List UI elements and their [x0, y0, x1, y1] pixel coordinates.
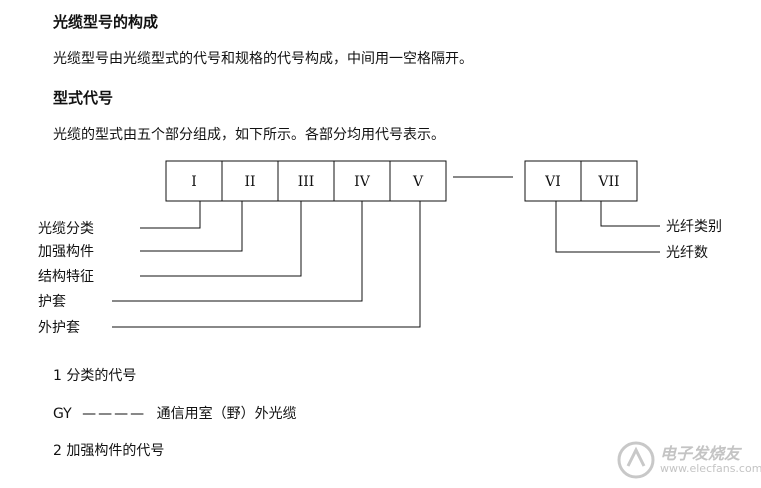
leader-3 — [140, 201, 302, 277]
watermark-url: www.elecfans.com — [660, 462, 761, 475]
leader-1 — [140, 201, 201, 229]
label-outer-sheath: 外护套 — [38, 320, 80, 336]
box-5-label: V — [412, 174, 424, 190]
paragraph-type-parts: 光缆的型式由五个部分组成，如下所示。各部分均用代号表示。 — [53, 127, 445, 143]
paragraph-model-composition: 光缆型号由光缆型式的代号和规格的代号构成，中间用一空格隔开。 — [53, 51, 473, 67]
box-4-label: IV — [354, 174, 371, 190]
leader-2 — [140, 201, 243, 252]
label-fiber-count: 光纤数 — [666, 245, 708, 261]
box-1-label: I — [191, 174, 197, 190]
elecfans-logo-icon — [617, 441, 655, 479]
gy-description: 通信用室（野）外光缆 — [156, 406, 297, 422]
gy-dashes: ———— — [82, 406, 147, 422]
label-cable-category: 光缆分类 — [38, 221, 94, 237]
box-2-label: II — [244, 174, 255, 190]
section-strength-member-code: 2 加强构件的代号 — [53, 443, 165, 459]
label-structure-feature: 结构特征 — [38, 269, 94, 285]
leader-6 — [555, 201, 660, 253]
section-classification-code: 1 分类的代号 — [53, 368, 137, 384]
leader-7 — [600, 201, 660, 227]
box-7 — [580, 160, 638, 202]
watermark: 电子发烧友 www.elecfans.com — [616, 438, 761, 482]
box-3-label: III — [298, 174, 315, 190]
gy-code: GY — [53, 406, 72, 422]
box-7-label: VII — [597, 174, 619, 190]
gy-code-line: GY ———— 通信用室（野）外光缆 — [53, 403, 297, 423]
heading-cable-model: 光缆型号的构成 — [53, 13, 159, 31]
box-6-label: VI — [544, 174, 561, 190]
leader-4 — [112, 201, 363, 302]
label-sheath: 护套 — [38, 294, 66, 310]
watermark-title: 电子发烧友 — [660, 444, 741, 463]
leader-5 — [112, 201, 421, 328]
label-fiber-type: 光纤类别 — [666, 219, 722, 235]
label-strength-member: 加强构件 — [38, 244, 94, 260]
heading-type-code: 型式代号 — [53, 89, 114, 107]
box-5 — [389, 160, 447, 202]
